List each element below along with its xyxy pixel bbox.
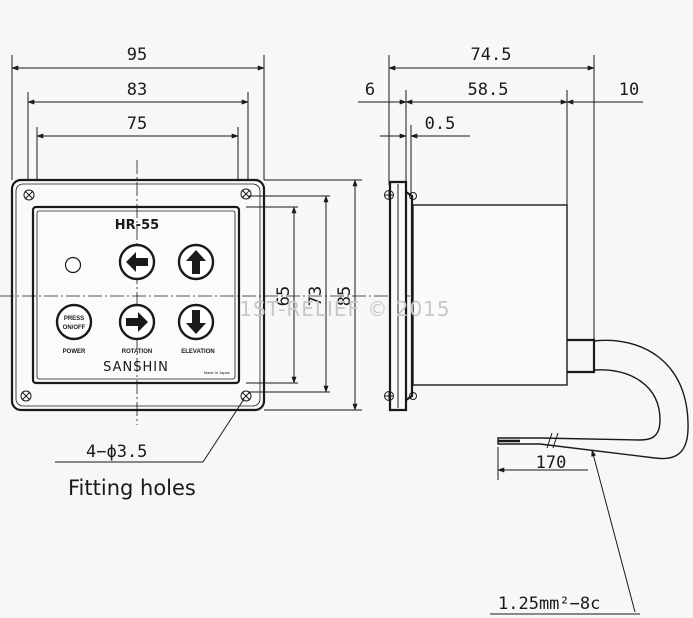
side-screw-top [384,190,417,200]
arrow-right-icon [126,312,148,332]
power-caption: POWER [63,349,86,355]
dim-83: 83 [27,80,249,105]
screw-bottom-left [20,390,32,402]
dim-73: 73 [306,195,329,393]
power-button-label-1: PRESS [64,316,84,322]
power-button[interactable]: PRESS ON/OFF [55,303,93,341]
dim-label-65: 65 [274,286,294,306]
fitting-hole-callout: 4−ϕ3.5 Fitting holes [55,398,245,500]
cable-spec-text: 1.25mm²−8c [498,594,600,614]
power-button-label-2: ON/OFF [63,325,86,331]
fitting-holes-caption: Fitting holes [68,476,196,500]
side-screw-bottom [384,391,417,401]
dim-label-85: 85 [335,286,355,306]
arrow-up-icon [186,250,206,274]
dim-label-0-5: 0.5 [425,114,456,134]
screw-bottom-right [240,390,252,402]
dim-75: 75 [36,114,239,139]
elevation-up-button[interactable] [177,243,215,281]
arrow-left-icon [126,252,148,272]
rotation-caption: ROTATION [122,349,152,355]
dim-label-74-5: 74.5 [471,45,512,65]
arrow-down-icon [186,310,206,334]
model-label: HR-55 [115,218,159,233]
dim-label-10: 10 [619,80,639,100]
hole-callout-text: 4−ϕ3.5 [86,442,147,462]
made-in-label: Made in Japan [204,370,230,375]
side-view: 74.5 6 58.5 10 0.5 [358,45,689,615]
dim-label-95: 95 [127,45,147,65]
front-view: 95 83 75 HR-55 [0,45,470,500]
screw-top-left [23,189,35,201]
dim-label-6: 6 [365,80,375,100]
watermark-text: 1ST-RELIEF © 2015 [239,297,450,321]
dim-74-5: 74.5 [388,45,595,71]
dim-58-5: 6 58.5 10 [358,80,643,105]
dim-label-83: 83 [127,80,147,100]
dim-170: 170 [497,453,588,473]
brand-label: SANSHIN [103,360,169,375]
dim-label-75: 75 [127,114,147,134]
body-housing [412,204,568,386]
rotation-left-button[interactable] [118,243,156,281]
cable-spec-callout: 1.25mm²−8c [490,449,640,615]
dim-label-73: 73 [306,286,326,306]
elevation-caption: ELEVATION [181,349,214,355]
dim-label-170: 170 [536,453,567,473]
dim-85: 85 [335,179,358,411]
cable-gland [567,338,596,374]
dim-0-5: 0.5 [380,114,470,139]
dim-65: 65 [274,206,297,384]
dim-95: 95 [11,45,265,71]
elevation-down-button[interactable] [177,303,215,341]
screw-top-right [240,188,252,200]
panel-window [31,205,241,385]
dim-label-58-5: 58.5 [468,80,509,100]
cable-outer [539,339,689,460]
power-led [64,256,82,274]
rotation-right-button[interactable] [118,303,156,341]
